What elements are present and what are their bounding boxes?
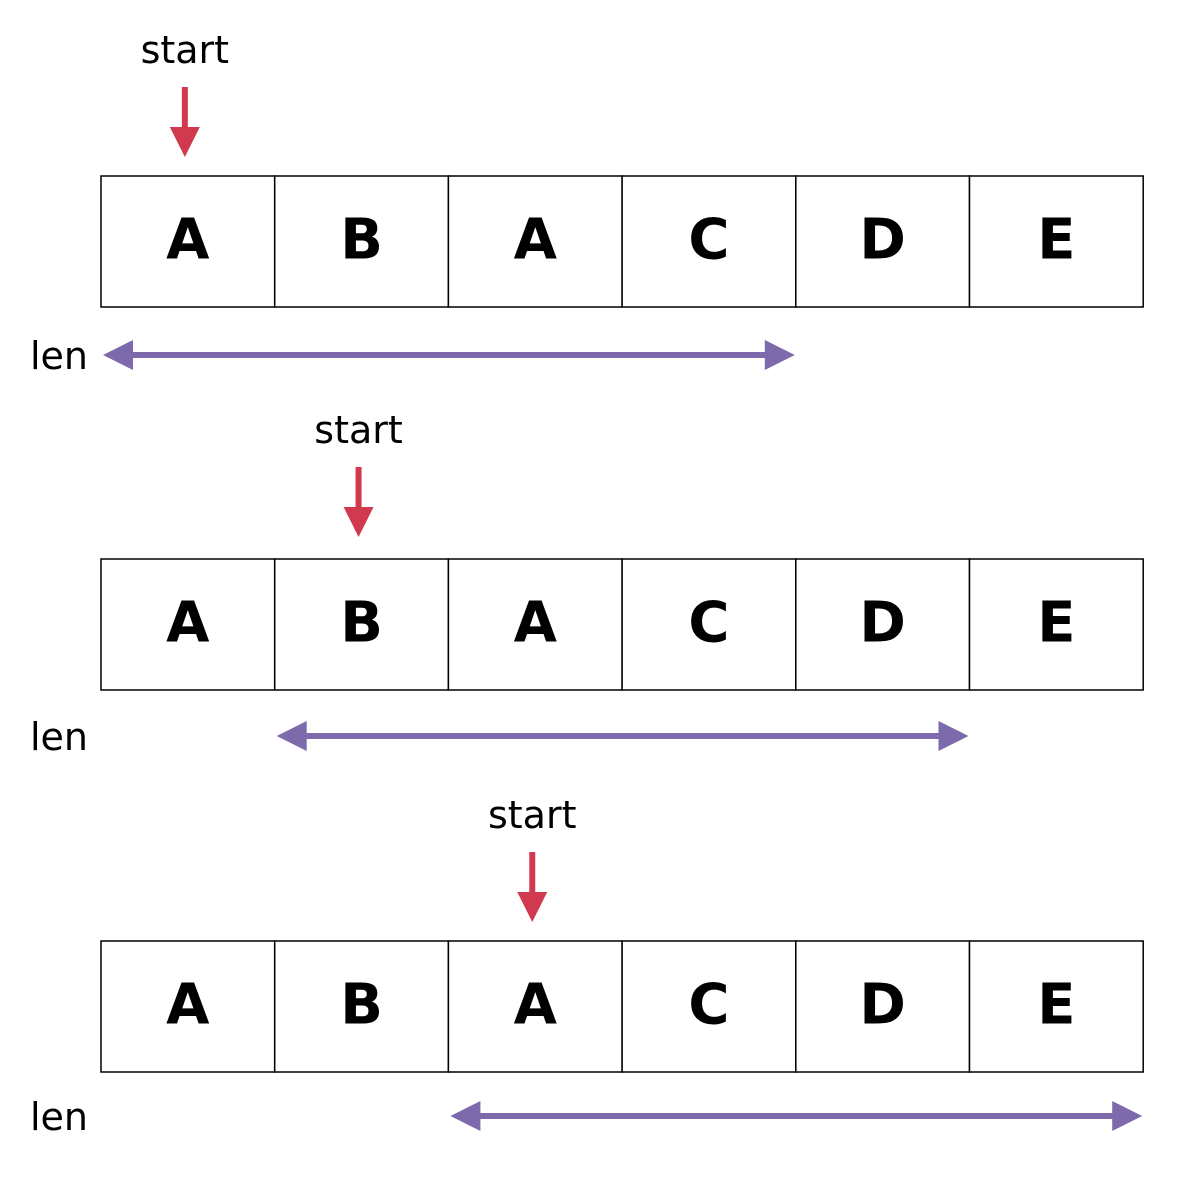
cell-letter: A [166,208,210,273]
len-label: len [30,1095,88,1139]
cell-box [795,558,971,691]
cell-box [273,558,450,691]
cell-letter: A [514,208,558,273]
cell-box [968,940,1144,1073]
cell-letter: B [340,973,383,1038]
start-arrow-head [343,507,374,537]
array-cell: B [273,940,450,1073]
cell-letter: E [1037,208,1075,273]
len-arrow-right-head [764,340,795,370]
array-cell: A [447,940,623,1073]
array-cell: E [968,175,1144,308]
cell-letter: E [1037,973,1075,1038]
array-cell: E [968,940,1144,1073]
start-label: start [314,408,403,452]
array-cell: A [100,175,276,308]
array-cell: D [795,940,971,1073]
len-arrow-right-head [938,721,969,751]
start-arrow-head [169,127,200,157]
len-arrow-left-head [276,721,307,751]
array-cell: A [447,558,623,691]
cell-letter: C [688,208,729,273]
cell-box [273,175,450,308]
start-label: start [488,793,577,837]
cell-box [621,940,797,1073]
cell-box [968,175,1144,308]
cell-box [621,175,797,308]
cell-letter: D [859,973,905,1038]
cell-letter: C [688,591,729,656]
cell-box [795,175,971,308]
cell-letter: C [688,973,729,1038]
array-cell: C [621,940,797,1073]
array-cell: C [621,558,797,691]
cell-box [100,940,276,1073]
array-cell: C [621,175,797,308]
array-cell: B [273,558,450,691]
cell-box [968,558,1144,691]
cell-letter: A [514,591,558,656]
len-label: len [30,715,88,759]
array-cell: E [968,558,1144,691]
start-label: start [141,28,230,72]
len-arrow-left-head [103,340,133,370]
cell-letter: E [1037,591,1075,656]
cell-box [621,558,797,691]
cell-box [447,558,623,691]
len-arrow-left-head [450,1101,481,1131]
array-cell: A [100,940,276,1073]
len-arrow-right-head [1112,1101,1143,1131]
array-cell: A [100,558,276,691]
cell-letter: B [340,591,383,656]
cell-letter: B [340,208,383,273]
cell-box [100,558,276,691]
cell-letter: D [859,208,905,273]
start-arrow-head [517,892,548,922]
cell-letter: A [514,973,558,1038]
len-label: len [30,334,88,378]
cell-letter: A [166,591,210,656]
cell-letter: A [166,973,210,1038]
array-cell: A [447,175,623,308]
array-cell: B [273,175,450,308]
cell-box [447,175,623,308]
array-cell: D [795,558,971,691]
cell-box [273,940,450,1073]
cell-letter: D [859,591,905,656]
cell-box [100,175,276,308]
array-cell: D [795,175,971,308]
